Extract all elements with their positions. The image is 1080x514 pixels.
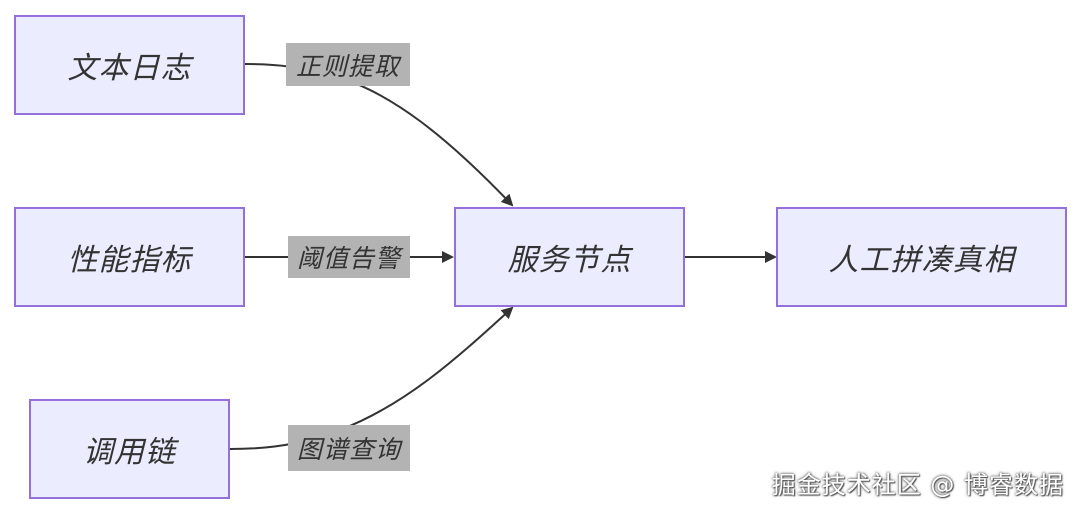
edge-label-threshold-alert-text: 阈值告警 <box>296 244 401 273</box>
node-call-chain: 调用链 <box>29 399 230 499</box>
node-perf-metric-label: 性能指标 <box>67 243 192 278</box>
node-call-chain-label: 调用链 <box>83 435 176 470</box>
edge-label-graph-query: 图谱查询 <box>288 425 410 471</box>
edge-label-regex-extract: 正则提取 <box>286 43 410 86</box>
node-manual-truth: 人工拼凑真相 <box>776 207 1067 307</box>
node-text-log: 文本日志 <box>14 15 245 115</box>
node-service: 服务节点 <box>454 207 685 307</box>
edge-call-chain-to-service <box>229 306 514 450</box>
watermark: 掘金技术社区 @ 博睿数据 <box>771 471 1064 499</box>
node-text-log-label: 文本日志 <box>67 51 192 86</box>
node-manual-truth-label: 人工拼凑真相 <box>828 243 1015 278</box>
edge-label-regex-extract-text: 正则提取 <box>295 51 400 81</box>
node-service-label: 服务节点 <box>507 243 632 278</box>
node-perf-metric: 性能指标 <box>14 207 245 307</box>
edge-label-threshold-alert: 阈值告警 <box>288 236 410 278</box>
edge-label-graph-query-text: 图谱查询 <box>296 435 401 464</box>
